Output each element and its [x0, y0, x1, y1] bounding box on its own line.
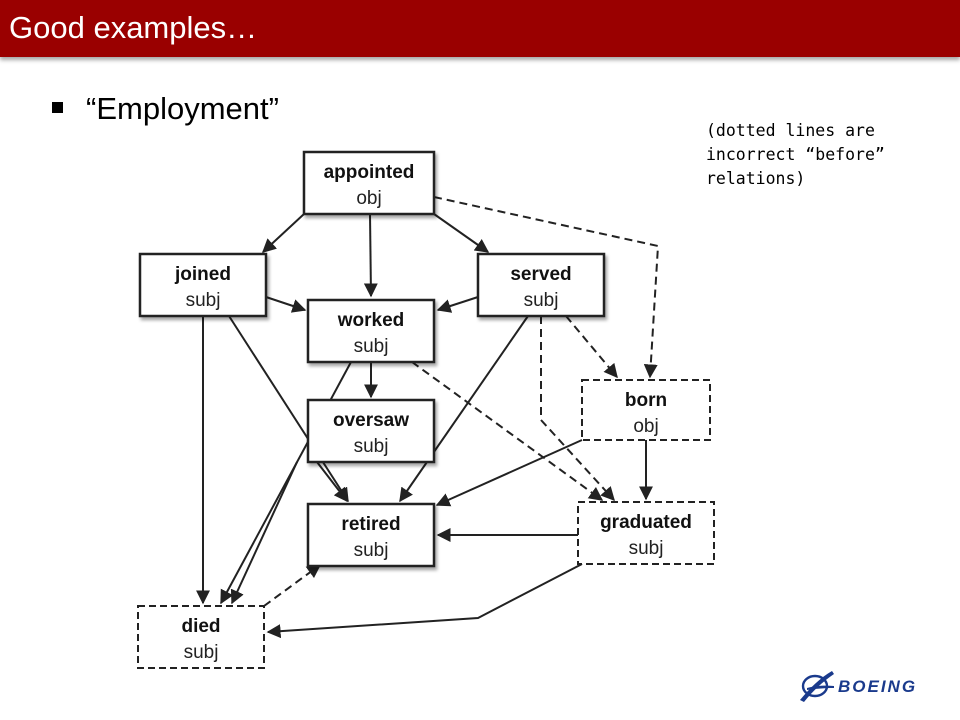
node-box-served: [476, 252, 606, 318]
edge-appointed-to-served: [433, 213, 490, 253]
edge-appointed-to-worked: [363, 213, 378, 298]
node-role-joined: subj: [186, 290, 221, 311]
boeing-wordmark: BOEING: [838, 677, 917, 696]
edge-served-to-born: [565, 315, 618, 379]
node-role-graduated: subj: [629, 538, 664, 559]
square-bullet-icon: [52, 102, 63, 114]
node-box-retired: [306, 502, 436, 568]
slide-title: Good examples…: [9, 10, 258, 45]
node-graduated: graduated subj: [577, 501, 715, 565]
node-box-born: [581, 379, 711, 441]
edge-died-to-retired: [263, 564, 322, 607]
node-title-died: died: [181, 616, 220, 637]
node-role-retired: subj: [354, 540, 389, 561]
node-role-served: subj: [524, 290, 559, 311]
edge-served-to-died: [399, 315, 529, 503]
node-role-died: subj: [184, 642, 219, 663]
node-oversaw: oversaw subj: [306, 398, 436, 464]
edge-appointed-to-joined: [261, 213, 305, 253]
edge-joined-to-retired: [228, 315, 349, 503]
node-died: died subj: [137, 605, 265, 669]
bullet-text: “Employment”: [86, 91, 279, 126]
node-role-oversaw: subj: [354, 436, 389, 457]
node-box-died: [137, 605, 265, 669]
edge-joined-to-worked: [265, 296, 307, 313]
node-title-graduated: graduated: [600, 512, 692, 533]
edge-appointed-to-born: [433, 196, 660, 379]
edge-born-to-retired: [435, 439, 583, 507]
node-role-born: obj: [633, 416, 658, 437]
node-joined: joined subj: [138, 252, 268, 318]
node-box-oversaw: [306, 398, 436, 464]
node-title-served: served: [510, 264, 571, 285]
edge-oversaw-to-died: [230, 461, 298, 605]
node-title-retired: retired: [341, 514, 400, 535]
edge-oversaw-to-retired: [316, 461, 348, 503]
node-served: served subj: [476, 252, 606, 318]
node-title-worked: worked: [337, 310, 405, 331]
node-worked: worked subj: [306, 298, 436, 364]
edge-worked-to-graduated: [411, 361, 604, 501]
diagram-nodes: appointed obj joined subj served subj worked su…: [137, 150, 715, 669]
node-box-appointed: [302, 150, 436, 216]
node-box-joined: [138, 252, 268, 318]
node-title-appointed: appointed: [324, 162, 415, 183]
node-retired: retired subj: [306, 502, 436, 568]
node-box-worked: [306, 298, 436, 364]
node-title-oversaw: oversaw: [333, 410, 409, 431]
edge-graduated-to-died: [266, 563, 583, 639]
node-appointed: appointed obj: [302, 150, 436, 216]
bullet-item: “Employment”: [52, 90, 279, 128]
edge-served-to-worked: [436, 296, 479, 313]
node-title-joined: joined: [174, 264, 231, 285]
node-born: born obj: [581, 379, 711, 441]
node-role-worked: subj: [354, 336, 389, 357]
node-title-born: born: [625, 390, 667, 411]
boeing-logo-icon: BOEING: [800, 671, 917, 702]
node-role-appointed: obj: [356, 188, 381, 209]
diagram-note: (dotted lines are incorrect “before” rel…: [706, 121, 885, 188]
node-box-graduated: [577, 501, 715, 565]
title-bar: Good examples…: [0, 0, 960, 57]
edge-served-to-graduated: [540, 316, 615, 502]
